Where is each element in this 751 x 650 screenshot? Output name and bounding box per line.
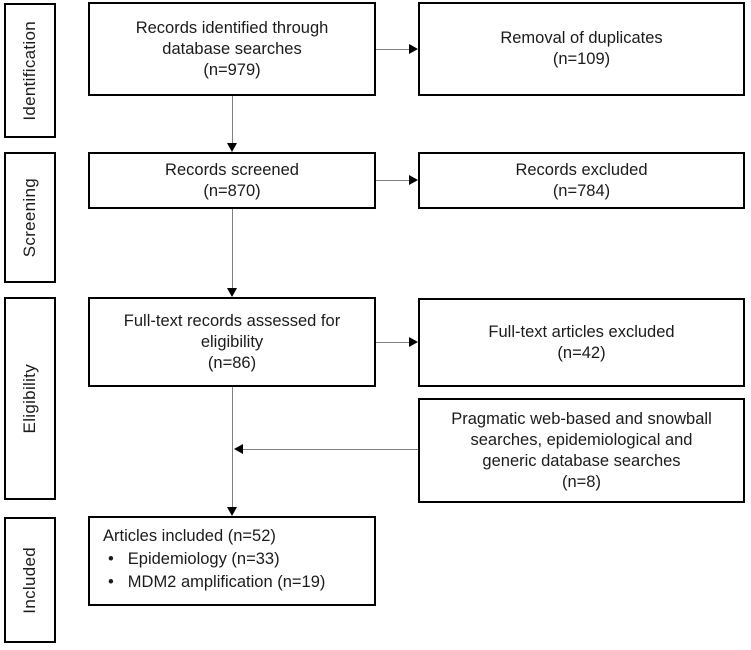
- included-item-epidemiology-text: Epidemiology (n=33): [127, 550, 280, 568]
- box-records-screened-text: Records screened (n=870): [165, 160, 299, 200]
- arrow-right-icon: [409, 175, 418, 185]
- box-removal-duplicates: Removal of duplicates (n=109): [418, 2, 745, 96]
- included-item-mdm2: • MDM2 amplification (n=19): [108, 571, 325, 594]
- box-fulltext-excluded-text: Full-text articles excluded (n=42): [488, 322, 675, 362]
- box-records-screened: Records screened (n=870): [88, 152, 376, 209]
- stage-identification-label: Identification: [20, 20, 39, 121]
- included-item-mdm2-text: MDM2 amplification (n=19): [127, 573, 326, 591]
- arrow-right-icon: [409, 337, 418, 347]
- included-item-epidemiology: • Epidemiology (n=33): [108, 548, 280, 571]
- stage-eligibility: Eligibility: [4, 297, 56, 500]
- stage-screening-label: Screening: [20, 177, 39, 258]
- arrow-fulltext-to-excluded-line: [376, 342, 409, 343]
- box-records-identified: Records identified through database sear…: [88, 2, 376, 96]
- bullet-icon: •: [108, 573, 114, 591]
- arrow-down-icon: [227, 288, 237, 297]
- box-records-excluded-text: Records excluded (n=784): [515, 160, 648, 200]
- arrow-fulltext-to-included-line: [232, 387, 233, 507]
- arrow-left-icon: [234, 444, 243, 454]
- box-fulltext-assessed: Full-text records assessed for eligibili…: [88, 297, 376, 387]
- stage-identification: Identification: [4, 3, 56, 138]
- bullet-icon: •: [108, 550, 114, 568]
- box-records-excluded: Records excluded (n=784): [418, 152, 745, 209]
- box-fulltext-assessed-text: Full-text records assessed for eligibili…: [123, 311, 341, 372]
- arrow-pragmatic-to-flow-line: [243, 449, 418, 450]
- arrow-down-icon: [227, 507, 237, 516]
- stage-screening: Screening: [4, 152, 56, 283]
- box-fulltext-excluded: Full-text articles excluded (n=42): [418, 298, 745, 387]
- arrow-right-icon: [409, 44, 418, 54]
- arrow-down-icon: [227, 143, 237, 152]
- box-articles-included: Articles included (n=52) • Epidemiology …: [88, 516, 376, 606]
- arrow-identified-to-duplicates-line: [376, 49, 409, 50]
- stage-eligibility-label: Eligibility: [20, 363, 39, 434]
- box-articles-included-title: Articles included (n=52): [103, 527, 276, 545]
- arrow-screened-to-fulltext-line: [232, 209, 233, 288]
- box-removal-duplicates-text: Removal of duplicates (n=109): [500, 29, 663, 68]
- arrow-identified-to-screened-line: [232, 96, 233, 143]
- stage-included-label: Included: [20, 546, 39, 614]
- box-pragmatic-searches-text: Pragmatic web-based and snowball searche…: [451, 409, 712, 491]
- box-pragmatic-searches: Pragmatic web-based and snowball searche…: [418, 398, 745, 503]
- box-records-identified-text: Records identified through database sear…: [135, 18, 329, 79]
- stage-included: Included: [4, 517, 56, 643]
- arrow-screened-to-excluded-line: [376, 180, 409, 181]
